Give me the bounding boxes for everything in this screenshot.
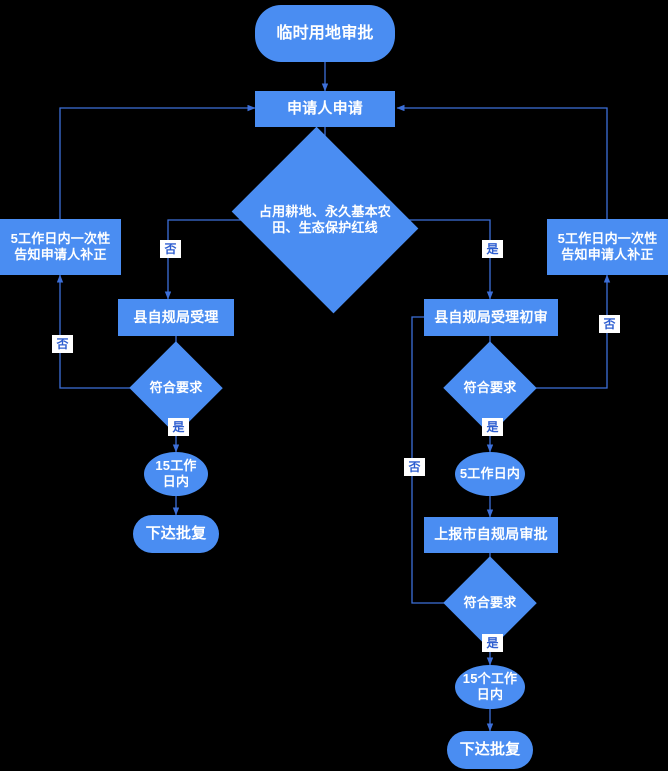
edge-label-yes-county-check: 是 [168, 418, 189, 436]
node-decision-meets-requirements-right[interactable]: 符合要求 [443, 341, 537, 435]
node-notify-correction-right[interactable]: 5工作日内一次性告知申请人补正 [547, 219, 668, 275]
node-decision-city-meets-requirements[interactable]: 符合要求 [443, 556, 537, 650]
edge-label-yes-county-check-right: 是 [482, 418, 503, 436]
node-issue-reply-right[interactable]: 下达批复 [447, 731, 533, 769]
node-decision-land-use-label: 占用耕地、永久基本农田、生态保护红线 [258, 204, 391, 235]
edge-label-yes-city-check: 是 [482, 634, 503, 652]
edge-label-no-county-check: 否 [52, 335, 73, 353]
node-15-workdays-right[interactable]: 15个工作日内 [455, 665, 525, 709]
node-report-city-approval-label: 上报市自规局审批 [434, 526, 548, 543]
node-decision-meets-requirements-left-label: 符合要求 [149, 380, 203, 396]
node-issue-reply-left[interactable]: 下达批复 [133, 515, 219, 553]
node-county-accept-label: 县自规局受理 [133, 308, 219, 325]
node-notify-correction-right-label: 5工作日内一次性告知申请人补正 [557, 231, 658, 262]
node-report-city-approval[interactable]: 上报市自规局审批 [424, 517, 558, 553]
node-county-first-review[interactable]: 县自规局受理初审 [424, 299, 558, 336]
edge-label-no-city-check: 否 [404, 458, 425, 476]
node-decision-city-meets-requirements-label: 符合要求 [463, 595, 517, 611]
node-15-workdays-left[interactable]: 15工作日内 [144, 452, 208, 496]
node-15-workdays-right-label: 15个工作日内 [462, 671, 518, 702]
node-decision-meets-requirements-left[interactable]: 符合要求 [129, 341, 223, 435]
node-5-workdays-right[interactable]: 5工作日内 [455, 452, 525, 496]
node-issue-reply-right-label: 下达批复 [459, 740, 521, 758]
edge-label-no-land-decision: 否 [160, 240, 181, 258]
edge-label-no-county-check-right: 否 [599, 315, 620, 333]
node-county-first-review-label: 县自规局受理初审 [434, 308, 548, 325]
node-notify-correction-left-label: 5工作日内一次性告知申请人补正 [10, 231, 111, 262]
edge-label-yes-land-decision: 是 [482, 240, 503, 258]
node-issue-reply-left-label: 下达批复 [145, 524, 207, 542]
node-decision-meets-requirements-right-label: 符合要求 [463, 380, 517, 396]
node-start-label: 临时用地审批 [276, 24, 374, 42]
node-decision-land-use[interactable]: 占用耕地、永久基本农田、生态保护红线 [231, 126, 419, 314]
node-start[interactable]: 临时用地审批 [255, 5, 395, 62]
node-applicant-apply[interactable]: 申请人申请 [255, 91, 395, 127]
node-applicant-apply-label: 申请人申请 [286, 99, 363, 117]
node-county-accept[interactable]: 县自规局受理 [118, 299, 234, 336]
node-notify-correction-left[interactable]: 5工作日内一次性告知申请人补正 [0, 219, 121, 275]
node-5-workdays-right-label: 5工作日内 [459, 466, 521, 482]
node-15-workdays-left-label: 15工作日内 [155, 458, 197, 489]
